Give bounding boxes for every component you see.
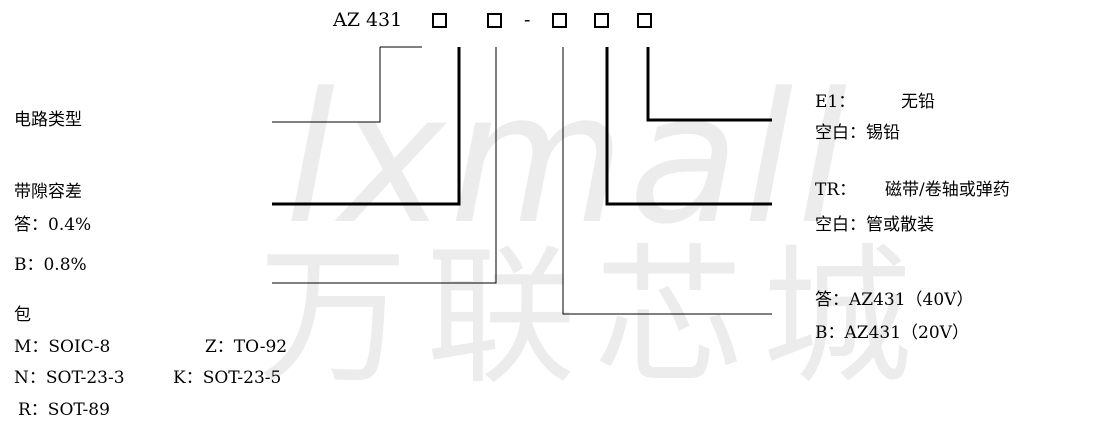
label-circuit-type: 电路类型 bbox=[14, 110, 82, 130]
label-tr-key: TR： bbox=[815, 180, 857, 200]
watermark-latin: lxmall bbox=[285, 55, 852, 264]
watermark-chinese: 万联芯城 bbox=[258, 231, 931, 405]
connector-packing bbox=[605, 47, 772, 206]
connector-lead bbox=[646, 47, 772, 122]
label-package-n: N：SOT-23-3 bbox=[14, 368, 125, 388]
connector-tolerance bbox=[272, 47, 461, 206]
label-tolerance-title: 带隙容差 bbox=[14, 182, 82, 202]
label-version-a: 答：AZ431（40V） bbox=[815, 290, 974, 310]
label-version-b: B：AZ431（20V） bbox=[815, 323, 969, 343]
connector-version bbox=[562, 47, 772, 315]
code-separator: - bbox=[524, 9, 531, 31]
code-box-3 bbox=[552, 13, 567, 28]
connector-package bbox=[272, 47, 497, 284]
label-tr-value: 磁带/卷轴或弹药 bbox=[885, 180, 1010, 200]
code-box-5 bbox=[637, 13, 652, 28]
label-tolerance-a: 答：0.4% bbox=[14, 215, 92, 235]
label-e1-key: E1： bbox=[815, 92, 856, 112]
label-blank-tin-lead: 空白：锡铅 bbox=[815, 123, 900, 143]
label-tolerance-b: B：0.8% bbox=[14, 255, 87, 275]
label-package-m: M：SOIC-8 bbox=[14, 337, 111, 357]
label-blank-tube: 空白：管或散装 bbox=[815, 215, 934, 235]
label-package-z: Z：TO-92 bbox=[205, 337, 288, 357]
label-package-r: R：SOT-89 bbox=[18, 400, 110, 420]
code-box-2 bbox=[487, 13, 502, 28]
code-box-1 bbox=[432, 13, 447, 28]
label-e1-value: 无铅 bbox=[901, 92, 935, 112]
label-package-k: K：SOT-23-5 bbox=[173, 368, 282, 388]
connector-circuit-type bbox=[272, 47, 381, 123]
part-number: AZ 431 bbox=[333, 9, 403, 31]
code-box-4 bbox=[594, 13, 609, 28]
label-package-title: 包 bbox=[14, 305, 31, 325]
